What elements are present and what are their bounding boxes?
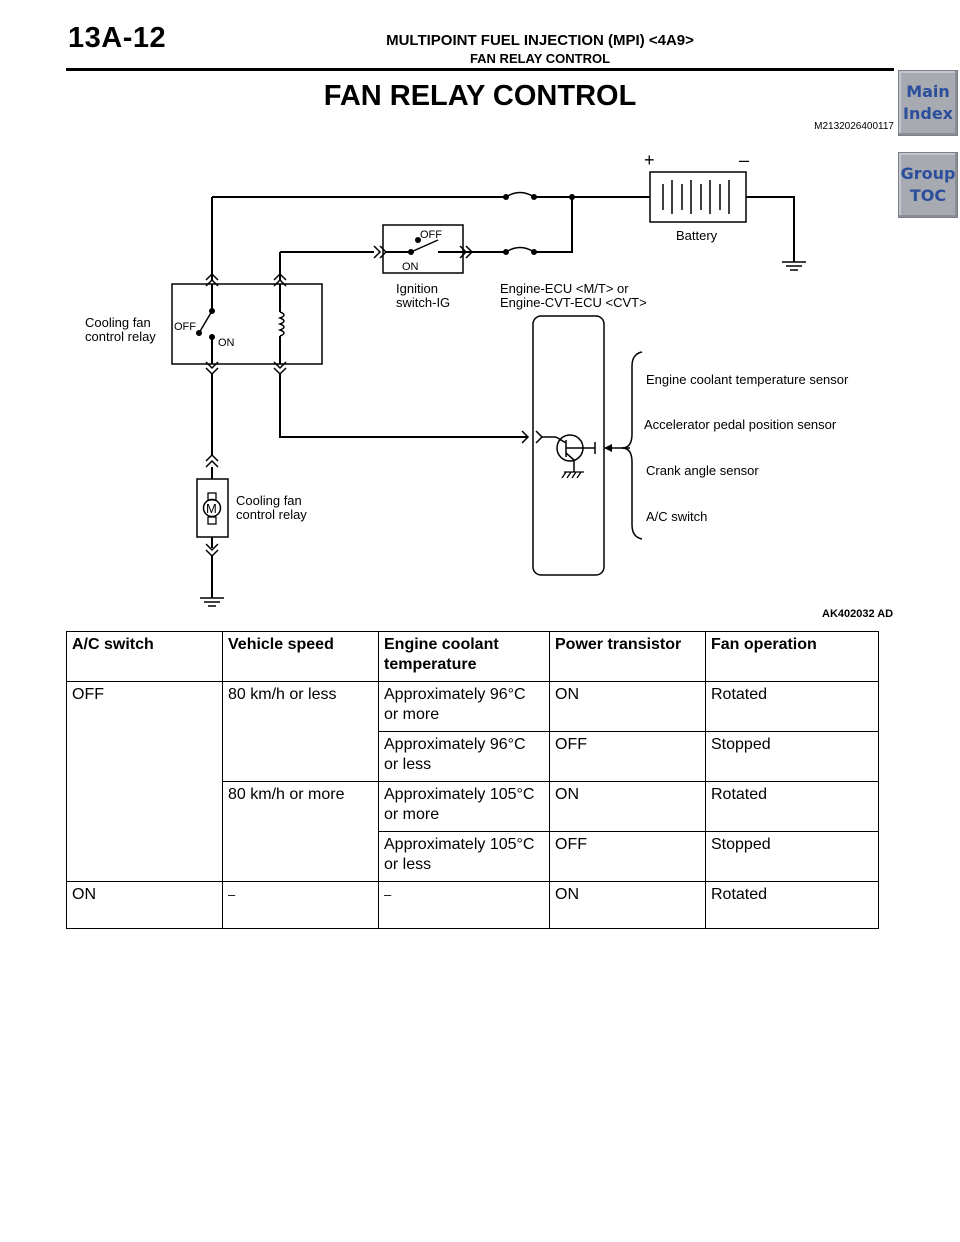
cell-coolant-temp: Approximately 96°C or more bbox=[378, 681, 550, 732]
main-index-line2: Index bbox=[903, 104, 953, 123]
header-rule bbox=[66, 68, 894, 71]
figure-id: AK402032 AD bbox=[822, 608, 893, 620]
cell-coolant-temp: Approximately 96°C or less bbox=[378, 731, 550, 782]
battery-label: Battery bbox=[676, 228, 718, 243]
relay-label-1: Cooling fan bbox=[85, 315, 151, 330]
group-toc-line2: TOC bbox=[909, 186, 947, 205]
header-fan-operation: Fan operation bbox=[705, 631, 879, 682]
battery-icon bbox=[649, 171, 747, 223]
header-vehicle-speed: Vehicle speed bbox=[222, 631, 379, 682]
main-index-line1: Main bbox=[906, 82, 950, 101]
relay-off: OFF bbox=[174, 321, 196, 333]
table-row: Approximately 105°C or less OFF Stopped bbox=[67, 831, 879, 882]
cell-power-transistor: ON bbox=[549, 781, 706, 832]
cell-power-transistor: ON bbox=[549, 681, 706, 732]
header-ac-switch: A/C switch bbox=[66, 631, 223, 682]
table-row: ON – – ON Rotated bbox=[66, 881, 879, 929]
cell-ac-switch: OFF bbox=[66, 681, 223, 882]
ignition-label-2: switch-IG bbox=[396, 295, 450, 310]
motor-label-1: Cooling fan bbox=[236, 493, 302, 508]
cooling-fan-relay-icon bbox=[171, 283, 323, 365]
table-row: Approximately 96°C or less OFF Stopped bbox=[67, 731, 879, 782]
sensor-label: Engine coolant temperature sensor bbox=[646, 372, 849, 387]
page-title: FAN RELAY CONTROL bbox=[323, 80, 637, 112]
table-row: 80 km/h or more Approximately 105°C or m… bbox=[67, 781, 879, 882]
cell-coolant-temp: Approximately 105°C or more bbox=[378, 781, 550, 832]
subsection-title: FAN RELAY CONTROL bbox=[469, 51, 611, 66]
battery-plus: + bbox=[644, 150, 655, 170]
document-id: M2132026400117 bbox=[814, 121, 894, 132]
sensor-bracket bbox=[621, 351, 643, 540]
table-header-row: A/C switch Vehicle speed Engine coolant … bbox=[66, 631, 879, 682]
sensor-label: Crank angle sensor bbox=[646, 463, 759, 478]
cell-fan-operation: Stopped bbox=[705, 831, 879, 882]
ecu-label-1: Engine-ECU <M/T> or bbox=[500, 281, 629, 296]
cell-fan-operation: Rotated bbox=[705, 781, 879, 832]
ignition-off: OFF bbox=[420, 229, 442, 241]
table-row: OFF 80 km/h or less Approximately 96°C o… bbox=[66, 681, 879, 882]
cell-fan-operation: Rotated bbox=[705, 681, 879, 732]
ground-icon bbox=[782, 261, 806, 271]
motor-ground-icon bbox=[200, 597, 224, 607]
sensor-label: Accelerator pedal position sensor bbox=[644, 417, 837, 432]
page-code: 13A-12 bbox=[68, 22, 167, 54]
ecu-label-2: Engine-CVT-ECU <CVT> bbox=[500, 295, 647, 310]
cell-coolant-temp: – bbox=[378, 881, 550, 929]
sensor-label: A/C switch bbox=[646, 509, 707, 524]
cell-vehicle-speed: – bbox=[222, 881, 379, 929]
cell-coolant-temp: Approximately 105°C or less bbox=[378, 831, 550, 882]
header-coolant-temp: Engine coolant temperature bbox=[378, 631, 550, 682]
coil-icon bbox=[277, 311, 285, 337]
cell-vehicle-speed: 80 km/h or more bbox=[222, 781, 379, 882]
cell-fan-operation: Rotated bbox=[705, 881, 879, 929]
motor-symbol: M bbox=[206, 501, 217, 516]
header-power-transistor: Power transistor bbox=[549, 631, 706, 682]
circuit-diagram: + – Battery OFF ON Ignition switch-IG En… bbox=[60, 140, 900, 625]
fan-operation-table: A/C switch Vehicle speed Engine coolant … bbox=[66, 631, 879, 929]
cell-fan-operation: Stopped bbox=[705, 731, 879, 782]
relay-label-2: control relay bbox=[85, 329, 156, 344]
ignition-label-1: Ignition bbox=[396, 281, 438, 296]
ecu-box bbox=[532, 315, 605, 576]
cell-vehicle-speed: 80 km/h or less bbox=[222, 681, 379, 782]
motor-label-2: control relay bbox=[236, 507, 307, 522]
battery-minus: – bbox=[739, 150, 749, 170]
group-toc-line1: Group bbox=[900, 164, 956, 183]
cell-power-transistor: ON bbox=[549, 881, 706, 929]
cell-power-transistor: OFF bbox=[549, 731, 706, 782]
cell-ac-switch: ON bbox=[66, 881, 223, 929]
cell-power-transistor: OFF bbox=[549, 831, 706, 882]
ignition-on: ON bbox=[402, 261, 419, 273]
relay-on: ON bbox=[218, 337, 235, 349]
section-title: MULTIPOINT FUEL INJECTION (MPI) <4A9> bbox=[386, 32, 694, 49]
